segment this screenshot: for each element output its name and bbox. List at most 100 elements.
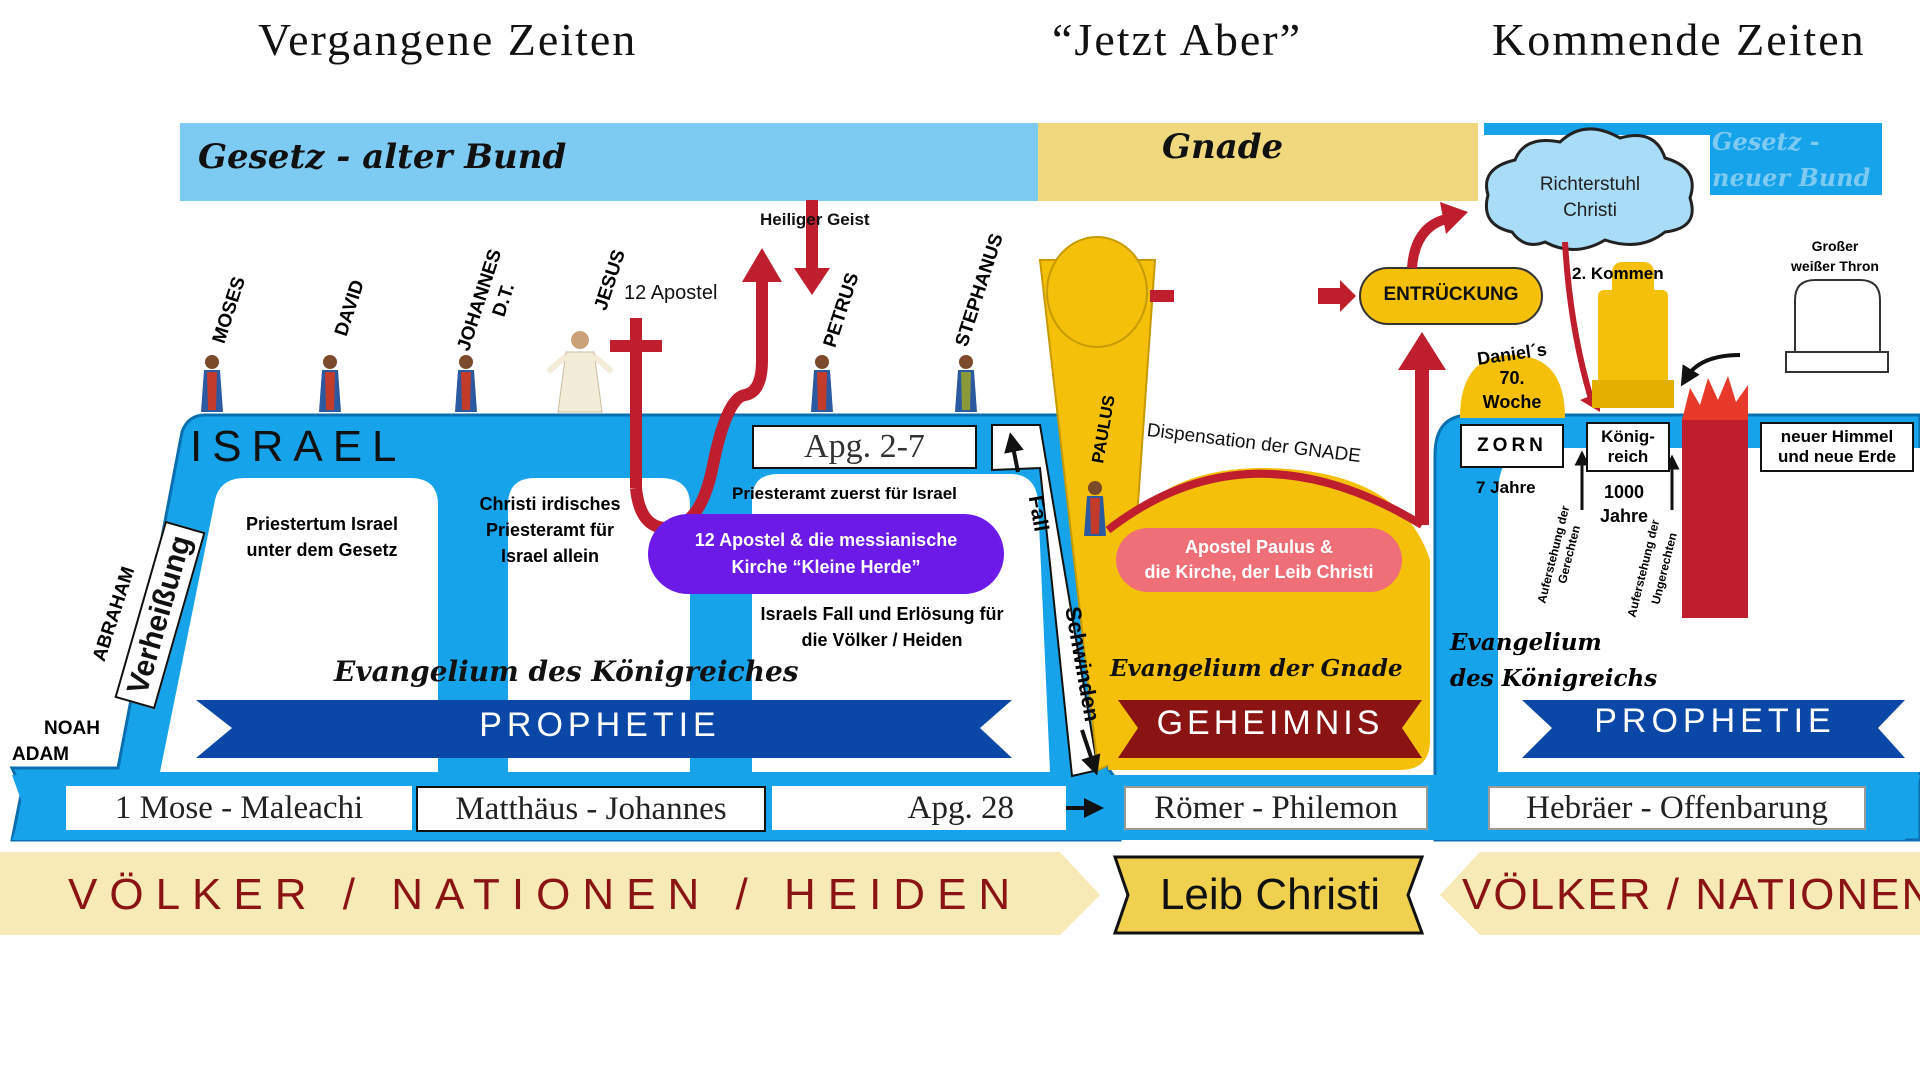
room-christi: [508, 478, 690, 772]
law-new-band: [1710, 123, 1882, 195]
kirche-line2: Kirche “Kleine Herde”: [731, 557, 921, 577]
priestertum-line2: unter dem Gesetz: [246, 540, 398, 560]
evangelium-gnade: Evangelium der Gnade: [1110, 655, 1403, 682]
prophetie-right: PROPHETIE: [1594, 702, 1836, 740]
person-paulus-icon: [1084, 481, 1106, 536]
label-heiliger-geist: Heiliger Geist: [760, 210, 870, 229]
jahre1000-line2: Jahre: [1599, 506, 1649, 526]
himmel-box: neuer Himmel und neue Erde: [1760, 422, 1914, 472]
prophetie-ribbon-right: [1522, 700, 1905, 758]
book-2-label: Matthäus - Johannes: [455, 790, 727, 827]
nations-left-band: [0, 852, 1100, 935]
grace-label: Gnade: [1162, 127, 1284, 167]
arrow-schwinden-down: [1080, 729, 1101, 776]
red-dash: [1150, 290, 1174, 302]
paulus-kirche-pill: Apostel Paulus & die Kirche, der Leib Ch…: [1116, 528, 1402, 592]
spirit-head: [794, 268, 830, 295]
label-12-apostel: 12 Apostel: [624, 282, 718, 304]
paulus-kirche-line1: Apostel Paulus &: [1184, 537, 1334, 557]
header-past: Vergangene Zeiten: [258, 14, 638, 65]
fall-line2: die Völker / Heiden: [801, 630, 963, 650]
zweites-kommen: 2. Kommen: [1572, 264, 1664, 283]
daniel-line3: Woche: [1482, 392, 1542, 412]
cross-horizontal: [610, 340, 662, 352]
arrow-up-entrueckung: [1407, 213, 1452, 269]
koenigreich-box: König- reich: [1586, 422, 1670, 472]
red-up-head: [1398, 332, 1446, 370]
book-4: Römer - Philemon: [1124, 786, 1428, 830]
prophetie-ribbon-left: [196, 700, 1012, 758]
law-old-band: [180, 123, 1038, 201]
fall-slot: [991, 424, 1100, 778]
entrueckung-label: ENTRÜCKUNG: [1383, 284, 1519, 305]
law-new-label-1: Gesetz -: [1712, 127, 1820, 156]
white-throne-base: [1785, 351, 1889, 373]
grace-band: [1038, 123, 1478, 201]
kirche-line1: 12 Apostel & die messianische: [694, 530, 958, 550]
book-1: 1 Mose - Maleachi: [66, 786, 412, 830]
kirche-pill: 12 Apostel & die messianische Kirche “Kl…: [648, 514, 1004, 594]
book-5: Hebräer - Offenbarung: [1488, 786, 1866, 830]
book-3-label: Apg. 28: [907, 789, 1014, 826]
christi-line3: Israel allein: [500, 546, 600, 566]
christi-line1: Christi irdisches: [479, 494, 621, 514]
book-4-label: Römer - Philemon: [1154, 789, 1398, 826]
koenig-line1: König-: [1601, 427, 1655, 446]
law-new-label-2: neuer Bund: [1712, 163, 1871, 192]
white-throne: [1794, 279, 1881, 371]
throne-gold-base: [1592, 380, 1674, 408]
person-moses-icon: [201, 355, 223, 412]
header-now: “Jetzt Aber”: [1052, 14, 1303, 65]
arrow-to-fire: [1680, 353, 1741, 387]
richterstuhl-line2: Christi: [1563, 200, 1617, 221]
book-1-label: 1 Mose - Maleachi: [114, 789, 364, 826]
header-future: Kommende Zeiten: [1492, 14, 1866, 65]
christi-line2: Priesteramt für: [485, 520, 615, 540]
person-petrus-icon: [811, 355, 833, 412]
jahre7-label: 7 Jahre: [1476, 478, 1536, 497]
evangelium-koenigreiches: Evangelium des Königreiches: [334, 655, 799, 688]
spirit-shaft: [806, 200, 818, 270]
fall-line1: Israels Fall und Erlösung für: [760, 604, 1004, 624]
arrow-up-entrueckung-head: [1440, 202, 1468, 234]
daniel-line2: 70.: [1499, 368, 1525, 388]
nations-right-band: [1440, 852, 1920, 935]
geheimnis-label: GEHEIMNIS: [1156, 704, 1384, 742]
zorn-box: ZORN: [1460, 424, 1564, 468]
person-stephanus-icon: [955, 355, 977, 412]
thron-line1: Großer: [1811, 238, 1859, 254]
cross-path-head: [742, 248, 782, 282]
richterstuhl-cloud: [1485, 127, 1694, 252]
richterstuhl-line1: Richterstuhl: [1539, 174, 1641, 195]
daniel-dome: [1460, 355, 1565, 418]
entrueckung-pill: [1359, 267, 1543, 325]
apg27-box: Apg. 2-7: [752, 425, 977, 469]
priestertum-line1: Priestertum Israel: [245, 514, 399, 534]
throne-gold-top: [1612, 262, 1654, 307]
arrow-cloud-to-reich: [1562, 241, 1595, 403]
person-david-icon: [319, 355, 341, 412]
paulus-kirche-line2: die Kirche, der Leib Christi: [1144, 562, 1374, 582]
evangelium-koenigreichs-2: des Königreichs: [1450, 665, 1658, 692]
himmel-line2: und neue Erde: [1777, 447, 1897, 466]
zorn-label: ZORN: [1477, 435, 1547, 456]
arrow-to-entrueckung: [1318, 280, 1356, 312]
geheimnis-ribbon: [1118, 700, 1422, 758]
person-jesus-icon: [546, 331, 614, 413]
throne-gold: [1598, 290, 1668, 408]
person-johannes-icon: [455, 355, 477, 412]
fire-flames: [1682, 376, 1748, 420]
law-old-label: Gesetz - alter Bund: [198, 137, 567, 177]
leib-christi-box: [1112, 855, 1425, 935]
evangelium-koenigreichs-1: Evangelium: [1450, 629, 1602, 656]
himmel-line1: neuer Himmel: [1780, 427, 1894, 446]
book-3: Apg. 28: [772, 786, 1066, 830]
dome-arc: [1105, 469, 1425, 534]
priesteramt-label: Priesteramt zuerst für Israel: [732, 484, 957, 503]
arrow-fall-up: [1004, 432, 1024, 473]
cross-path: [630, 280, 768, 535]
israel-title: ISRAEL: [190, 422, 407, 471]
paulus-head: [1046, 236, 1148, 348]
room-priestertum: [160, 478, 438, 772]
